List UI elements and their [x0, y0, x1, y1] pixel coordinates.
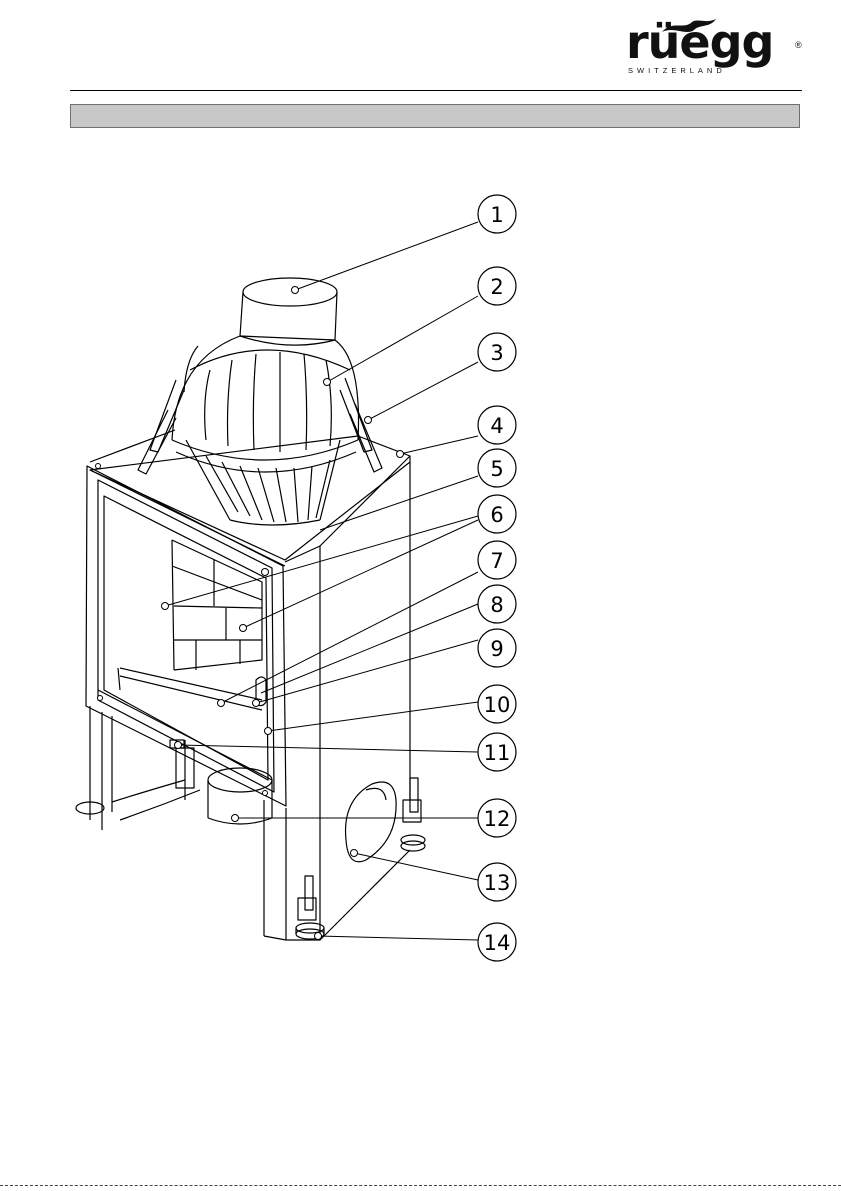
callout-number-9: 9	[490, 637, 503, 661]
callout-number-12: 12	[484, 807, 511, 831]
callout-number-4: 4	[490, 414, 503, 438]
callout-circles	[478, 195, 516, 961]
top-plate	[90, 430, 410, 566]
callout-number-5: 5	[490, 457, 503, 481]
side-panel	[264, 456, 410, 940]
callout-number-3: 3	[490, 341, 503, 365]
callout-number-8: 8	[490, 593, 503, 617]
page-bottom-edge	[0, 1185, 841, 1186]
callout-number-2: 2	[490, 275, 503, 299]
callout-number-6: 6	[490, 503, 503, 527]
callout-number-11: 11	[484, 741, 511, 765]
callout-number-13: 13	[484, 871, 511, 895]
flue-collar	[240, 278, 337, 345]
base-frame	[76, 706, 200, 830]
callout-number-7: 7	[490, 549, 503, 573]
adjustable-foot-rear	[401, 778, 425, 851]
door-frame	[86, 466, 286, 806]
reference-dots	[96, 287, 404, 940]
callout-number-10: 10	[484, 693, 511, 717]
callout-number-14: 14	[484, 931, 511, 955]
callout-number-1: 1	[490, 203, 503, 227]
